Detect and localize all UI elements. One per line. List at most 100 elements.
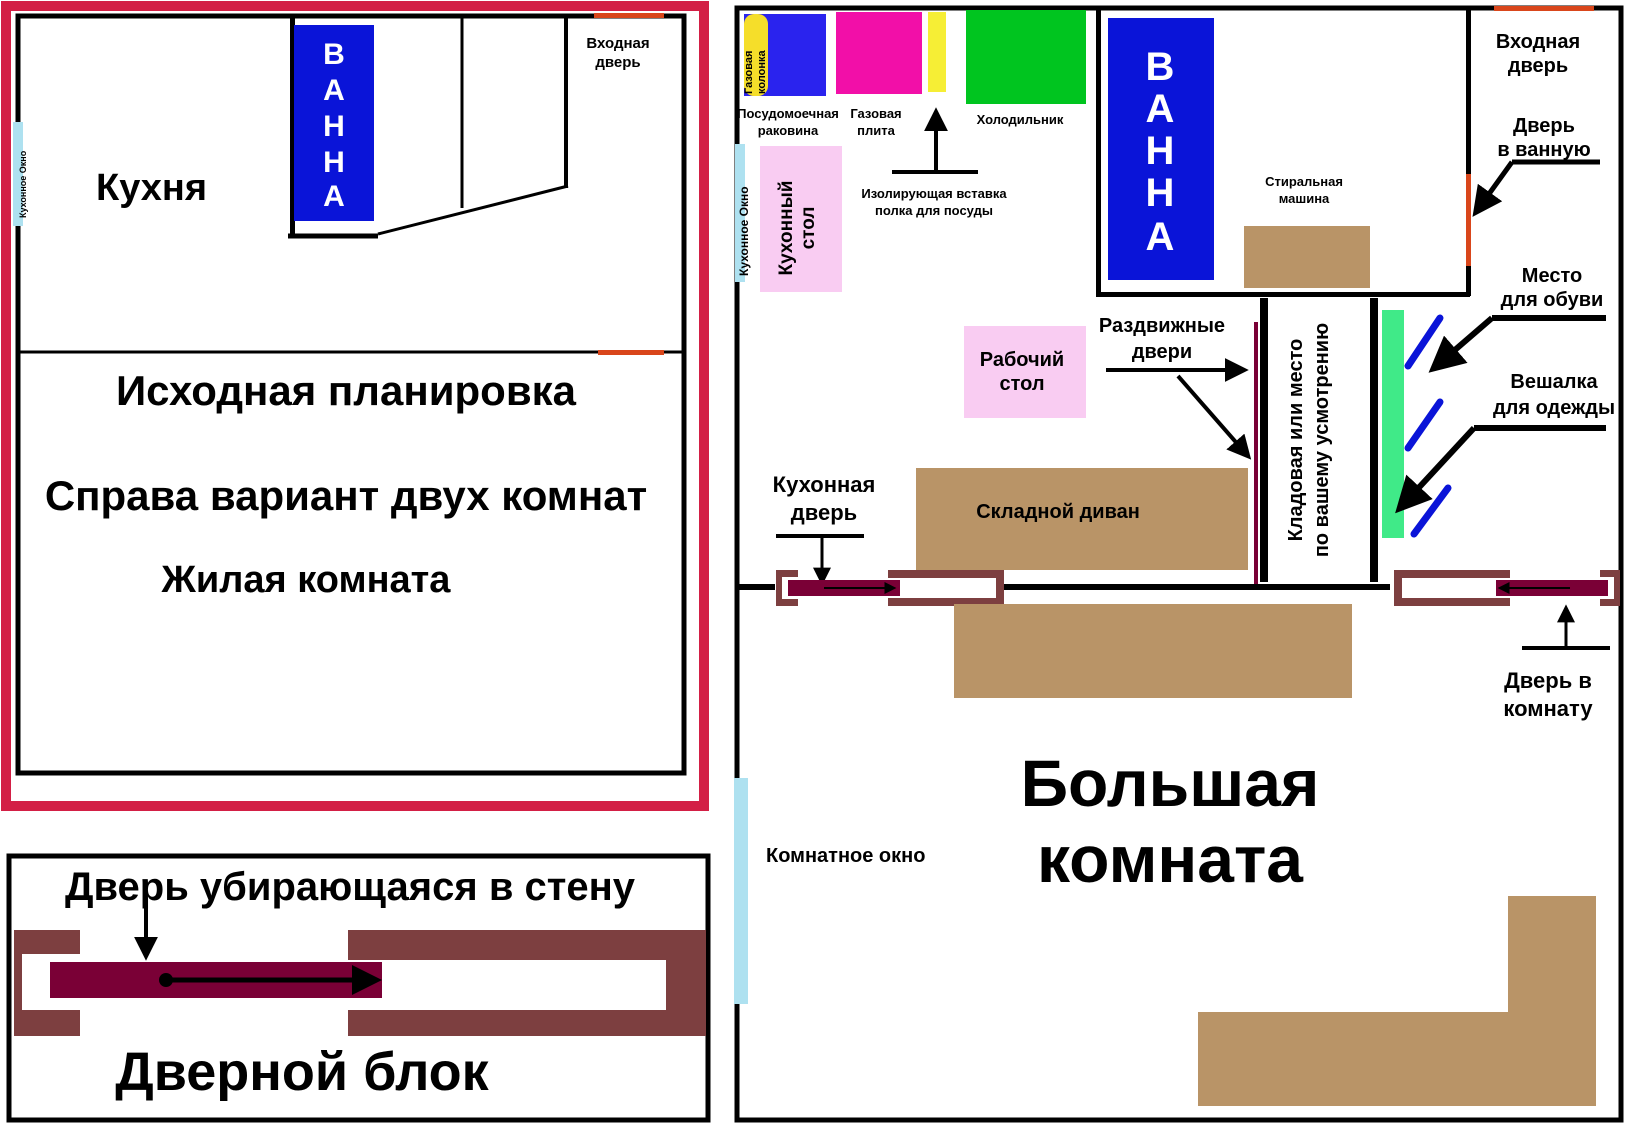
gas-stove-label-line2: плита [857, 123, 895, 138]
variant-bath-letter: А [1146, 87, 1175, 131]
room-door-label-line1: Дверь в [1504, 668, 1592, 693]
variant-storage-wall-right [1370, 298, 1378, 582]
original-bath-letter: В [323, 38, 345, 71]
big-room-table [954, 604, 1352, 698]
hanger-hook-1 [1404, 314, 1444, 370]
variant-divider-wall-middle [1004, 584, 1390, 590]
room-window-label: Комнатное окно [766, 845, 925, 867]
clothes-hanger-arrow [1395, 425, 1477, 514]
room-window [734, 778, 748, 1004]
variant-bath-letter: В [1146, 45, 1175, 89]
original-hall-wall [377, 184, 569, 236]
variant-bath-wall-bottom [1096, 292, 1470, 297]
original-kitchen-window [13, 122, 23, 226]
dishwasher-sink-label-line2: раковина [758, 123, 819, 138]
original-subtitle: Справа вариант двух комнат [45, 472, 647, 519]
variant-entrance-door-mark [1494, 6, 1594, 11]
original-bath-letter: Н [323, 146, 345, 179]
sliding-doors-arrow-2 [1176, 374, 1252, 460]
clothes-hanger-label-line2: для одежды [1493, 397, 1615, 419]
insulating-insert-label-line1: Изолирующая вставка [861, 186, 1007, 201]
original-kitchen-label: Кухня [96, 167, 207, 209]
bathroom-door-label-line1: Дверь [1513, 115, 1575, 137]
original-room-door-mark [598, 350, 664, 355]
shoe-place-arrow [1428, 315, 1494, 373]
original-bath-letter: Н [323, 110, 345, 143]
original-kitchen-window-label: Кухонное Окно [18, 150, 28, 218]
bathroom-door-arrow [1472, 160, 1515, 217]
washing-machine [1244, 226, 1370, 288]
kitchen-door-pocket-cavity [888, 578, 996, 598]
gas-heater-label-line2: колонка [756, 49, 768, 94]
room-door-pocket-cavity [1402, 578, 1510, 598]
bathroom-door-mark [1466, 174, 1471, 266]
variant-entrance-door-label-line1: Входная [1496, 31, 1580, 53]
sofa-bed [916, 468, 1248, 570]
original-red-frame [1, 1, 709, 811]
original-bath-letters: В А Н Н А [323, 38, 345, 213]
fridge-label: Холодильник [977, 112, 1064, 127]
variant-bath-wall-left [1096, 8, 1101, 296]
variant-bath-wall-right [1466, 8, 1471, 296]
variant-outer-wall [734, 5, 1624, 1123]
bathroom-door-label-line2: в ванную [1497, 139, 1590, 161]
kitchen-table [760, 146, 842, 292]
original-bath-wall-left [290, 16, 295, 238]
variant-kitchen-window [735, 144, 745, 282]
big-room-label-line2: комната [1037, 822, 1304, 896]
work-desk-label-line2: стол [999, 373, 1044, 395]
hanger-hook-2 [1404, 398, 1444, 452]
washing-machine-label-line2: машина [1279, 191, 1330, 206]
original-bath-letter: А [323, 74, 345, 107]
original-outer-wall [15, 13, 687, 776]
gas-heater-label-line1: Газовая [743, 51, 755, 94]
corner-sofa [1198, 896, 1596, 1106]
original-entrance-door-mark [594, 13, 664, 18]
variant-bath-letter: А [1146, 215, 1175, 259]
shoe-place-label-line1: Место [1522, 265, 1582, 287]
original-bathtub [294, 25, 374, 221]
room-door-label-line2: комнату [1503, 696, 1593, 721]
variant-bath-letter: Н [1146, 129, 1175, 173]
big-room-label-line1: Большая [1021, 746, 1320, 820]
original-entrance-door-label-line1: Входная [586, 35, 649, 52]
original-title: Исходная планировка [116, 367, 577, 414]
washing-machine-label-line1: Стиральная [1265, 174, 1343, 189]
insulating-insert-label-line2: полка для посуды [875, 203, 993, 218]
kitchen-door-label-line2: дверь [791, 500, 857, 525]
sofa-bed-label: Складной диван [976, 501, 1140, 523]
variant-bath-letters: В А Н Н А [1146, 45, 1175, 259]
clothes-hanger-label-line1: Вешалка [1510, 371, 1598, 393]
storage-label-line1: Кладовая или место [1285, 339, 1307, 542]
variant-bathtub [1108, 18, 1214, 280]
gas-stove [836, 12, 922, 94]
dishwasher-sink-label-line1: Посудомоечная [737, 106, 839, 121]
work-desk-label-line1: Рабочий [980, 349, 1064, 371]
sliding-doors-label-line2: двери [1132, 341, 1192, 363]
work-desk [964, 326, 1086, 418]
kitchen-table-label-line1: Кухонный [776, 181, 797, 276]
variant-layout-panel: Газовая колонка Посудомоечная раковина Г… [734, 5, 1624, 1123]
variant-kitchen-window-label: Кухонное Окно [737, 186, 751, 276]
fridge [966, 10, 1086, 104]
gas-heater [744, 14, 768, 96]
original-layout-panel: В А Н Н А Кухонное Окно Входная дверь Ку… [1, 1, 709, 811]
sliding-doors-label-line1: Раздвижные [1099, 315, 1225, 337]
door-block-caption: Дверь убирающаяся в стену [65, 865, 636, 909]
original-living-room-label: Жилая комната [161, 559, 452, 601]
original-bath-letter: А [323, 180, 345, 213]
kitchen-table-label-line2: стол [798, 207, 819, 250]
variant-divider-wall-left [737, 584, 775, 590]
door-block-pocket-cavity [348, 960, 666, 1010]
sliding-doors [1254, 322, 1258, 584]
door-block-legend: Дверь убирающаяся в стену Дверной блок [6, 853, 711, 1123]
original-entrance-door-label-line2: дверь [595, 54, 640, 71]
variant-bath-letter: Н [1146, 171, 1175, 215]
variant-storage-wall-left [1260, 298, 1268, 582]
insulating-insert [928, 12, 946, 92]
gas-stove-label-line1: Газовая [850, 106, 901, 121]
door-block-frame [6, 853, 711, 1123]
kitchen-door-label-line1: Кухонная [773, 472, 876, 497]
shoe-place-label-line2: для обуви [1501, 289, 1604, 311]
